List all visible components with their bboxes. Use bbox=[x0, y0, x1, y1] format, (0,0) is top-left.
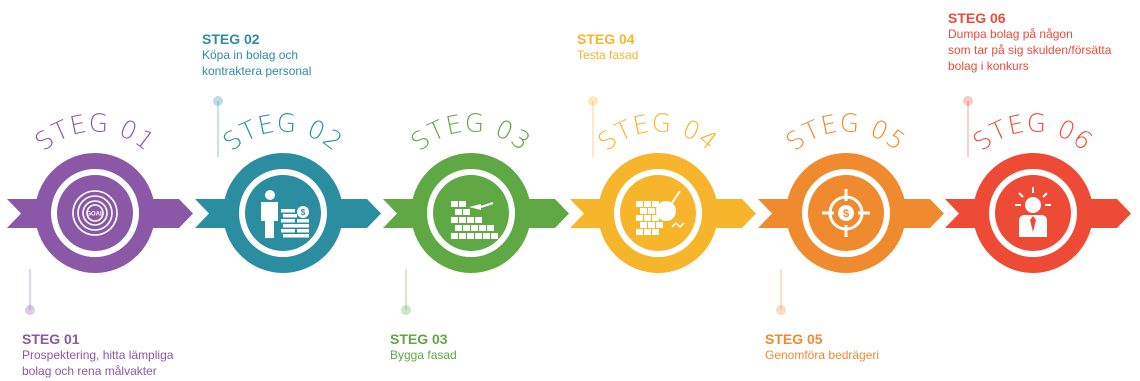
leader-dot bbox=[401, 305, 411, 315]
step-description-line: som tar på sig skulden/försätta bbox=[948, 43, 1112, 57]
wrecking-ball-wall-icon bbox=[636, 190, 685, 235]
svg-text:$: $ bbox=[843, 208, 849, 220]
step-4-node: STEG 04 bbox=[588, 96, 723, 273]
step-1-node: STEG 01 GOAL bbox=[25, 108, 160, 315]
step-description-line: Köpa in bolag och bbox=[202, 48, 299, 62]
step-title: STEG 01 bbox=[22, 331, 80, 347]
step-arc-title: STEG 02 bbox=[217, 108, 348, 156]
step-title: STEG 06 bbox=[948, 10, 1006, 26]
step-arc-title: STEG 04 bbox=[592, 108, 723, 156]
step-ring bbox=[786, 153, 906, 273]
step-ring bbox=[598, 153, 718, 273]
step-description-line: Testa fasad bbox=[577, 48, 639, 62]
leader-dot bbox=[588, 96, 598, 106]
leader-dot bbox=[213, 96, 223, 106]
step-2-node: STEG 02 $ bbox=[213, 96, 348, 273]
step-title: STEG 03 bbox=[390, 331, 448, 347]
icon-disc bbox=[245, 175, 321, 251]
leader-dot bbox=[776, 305, 786, 315]
step-description-line: kontraktera personal bbox=[202, 64, 312, 78]
step-6-node: STEG 06 bbox=[963, 96, 1098, 273]
icon-disc bbox=[57, 175, 133, 251]
step-description-line: bolag i konkurs bbox=[948, 59, 1029, 73]
dollar-crosshair-icon: $ bbox=[822, 189, 870, 237]
step-ring bbox=[223, 153, 343, 273]
step-ring bbox=[973, 153, 1093, 273]
step-description-line: Bygga fasad bbox=[390, 348, 457, 362]
step-title: STEG 05 bbox=[765, 331, 823, 347]
goal-text: GOAL bbox=[86, 212, 104, 218]
step-description-line: Genomföra bedrägeri bbox=[765, 348, 880, 362]
step-arc-title: STEG 05 bbox=[780, 108, 911, 156]
step-ring bbox=[35, 153, 155, 273]
brick-wall-trowel-icon bbox=[451, 201, 498, 239]
leader-dot bbox=[963, 96, 973, 106]
step-arc-title: STEG 03 bbox=[405, 108, 536, 156]
step-5-node: STEG 05 $ bbox=[776, 108, 911, 315]
step-arc-title: STEG 06 bbox=[967, 108, 1098, 156]
goal-target-icon: GOAL bbox=[72, 190, 118, 236]
step-ring bbox=[411, 153, 531, 273]
leader-dot bbox=[25, 305, 35, 315]
step-title: STEG 04 bbox=[577, 31, 635, 47]
icon-disc bbox=[433, 175, 509, 251]
step-arc-title: STEG 01 bbox=[29, 108, 160, 156]
step-description-line: Prospektering, hitta lämpliga bbox=[22, 348, 174, 362]
svg-text:$: $ bbox=[301, 208, 306, 217]
step-description-line: Dumpa bolag på någon bbox=[948, 27, 1073, 41]
step-description-line: bolag och rena målvakter bbox=[22, 364, 157, 378]
step-3-node: STEG 03 bbox=[401, 108, 536, 315]
person-money-icon: $ bbox=[261, 190, 309, 238]
person-idea-icon bbox=[1015, 187, 1051, 237]
step-title: STEG 02 bbox=[202, 31, 260, 47]
